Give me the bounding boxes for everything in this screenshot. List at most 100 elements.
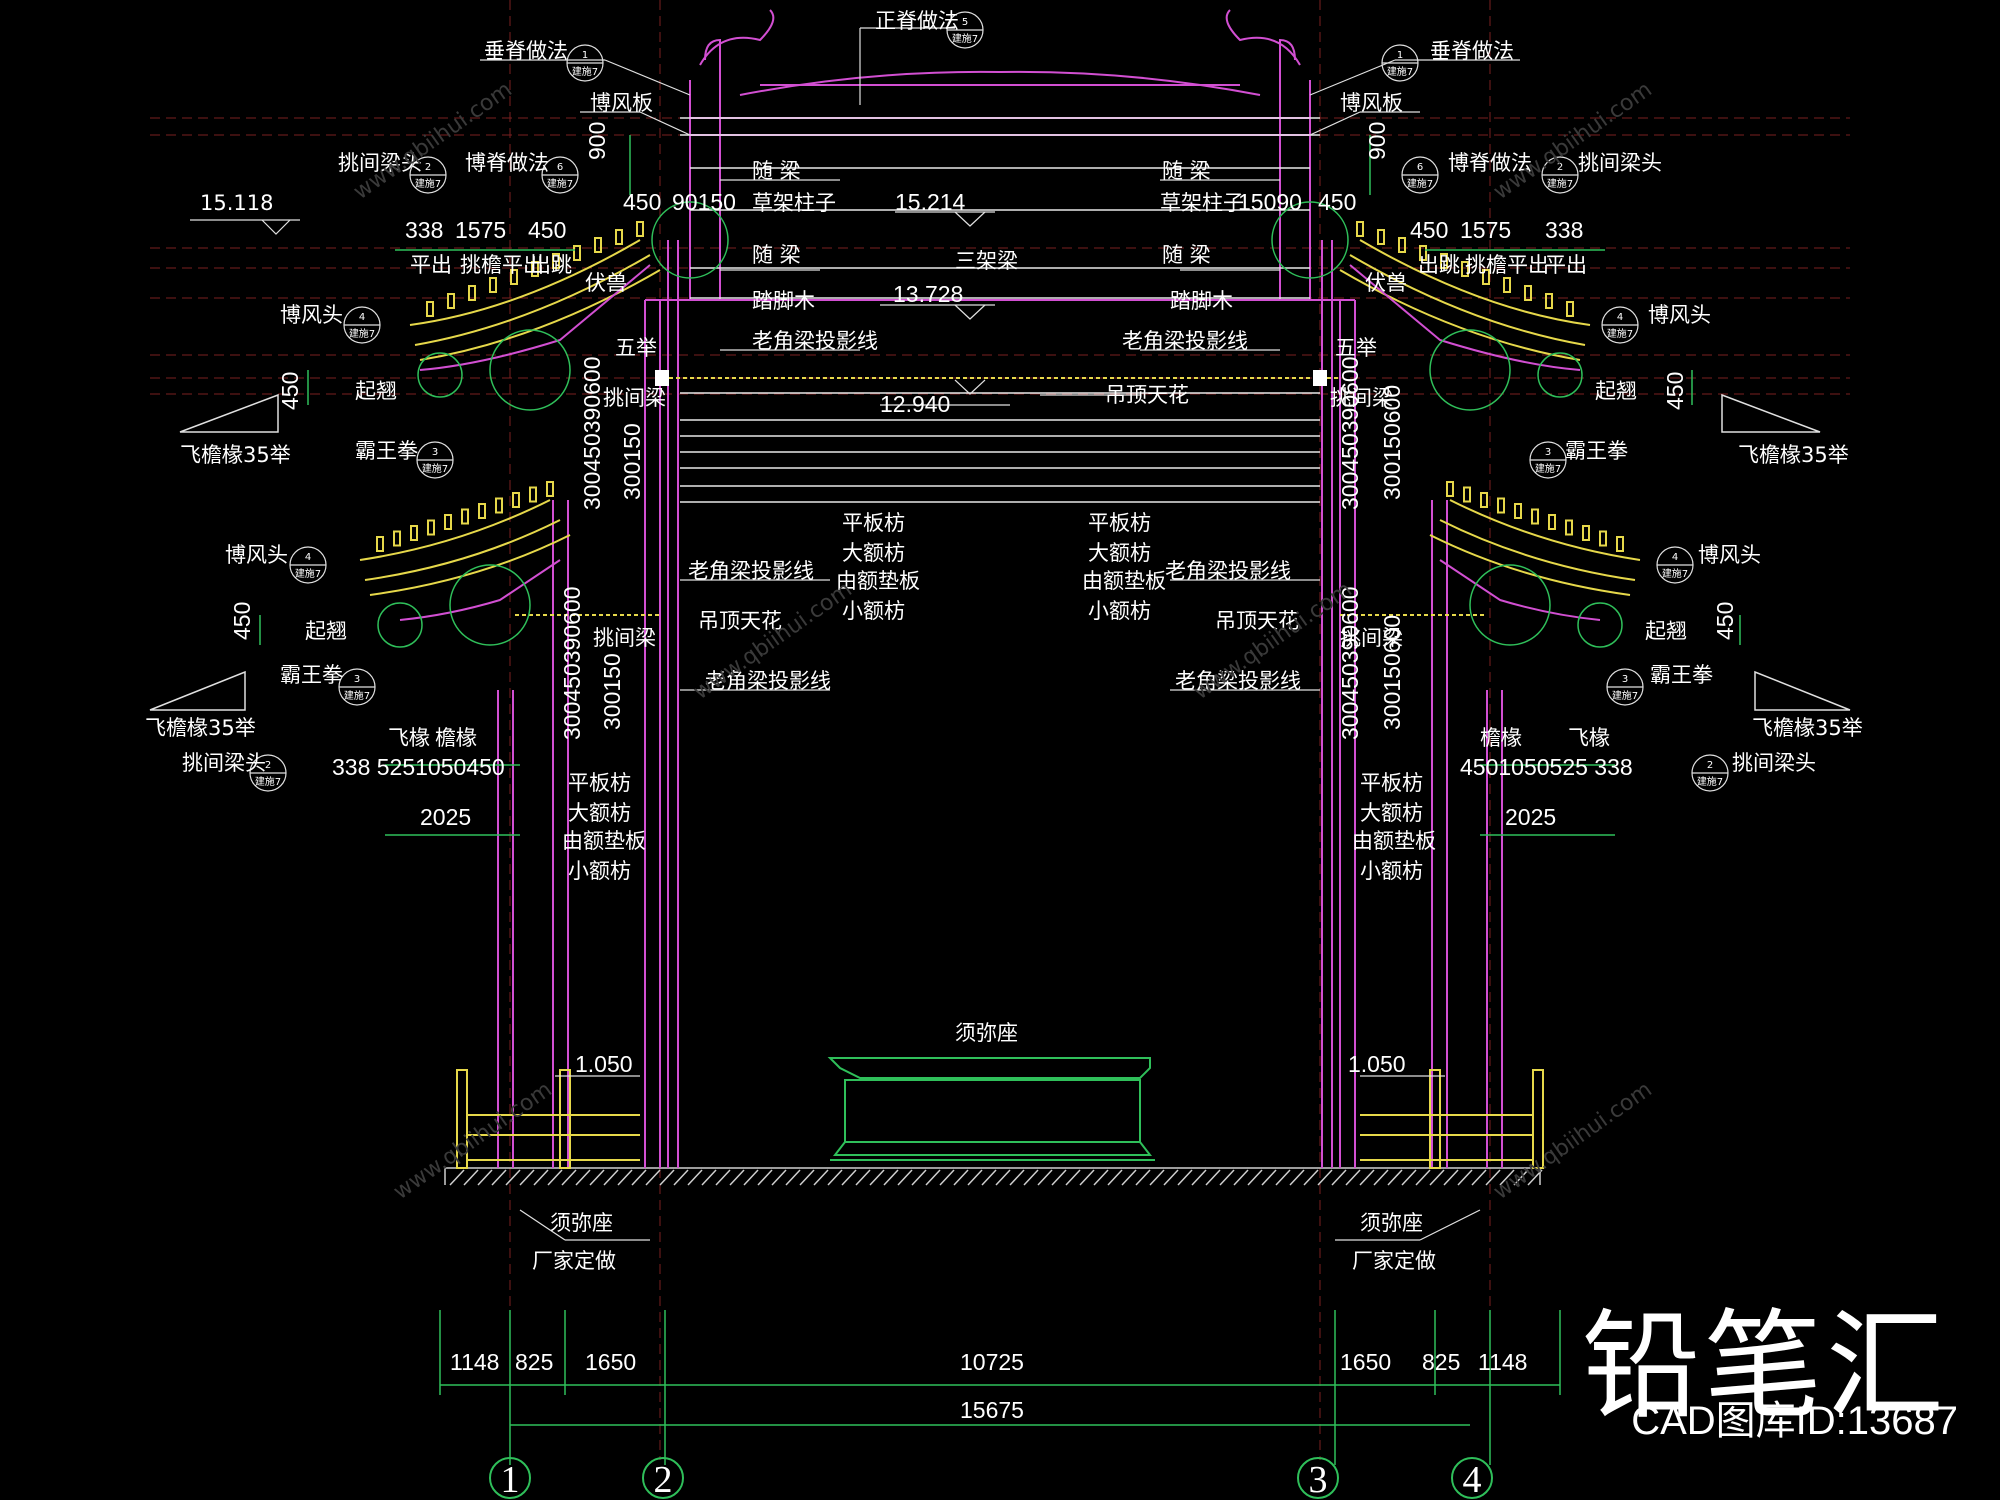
roof-tile (1503, 277, 1511, 293)
brand-id: CAD图库ID:13687 (1631, 1399, 1958, 1443)
roof-tile (1565, 519, 1573, 536)
label-laojiao: 老角梁投影线 (752, 329, 878, 353)
label-qiqiao: 起翘 (305, 619, 347, 643)
label-pingbanfang: 平板枋 (568, 771, 631, 795)
tag-num: 3 (1622, 674, 1628, 685)
label-tiaojianliang: 挑间梁 (1340, 626, 1403, 650)
roof-tile (1582, 525, 1590, 541)
label-chutiao: 出跳 (530, 253, 572, 277)
hatch-line (715, 1169, 731, 1186)
dim-total: 15675 (960, 1397, 1024, 1423)
hatch-line (785, 1169, 801, 1186)
label-tiaojian-head: 挑间梁头 (1732, 751, 1816, 775)
elevation-1050: 1.050 (1348, 1051, 1406, 1077)
label-youedianban: 由额垫板 (1352, 829, 1436, 853)
label-factory: 厂家定做 (532, 1249, 616, 1273)
roof-tile (573, 245, 581, 261)
label-qiqiao: 起翘 (1645, 619, 1687, 643)
roof-tile (1514, 503, 1522, 519)
hatch-line (813, 1169, 829, 1186)
roof-tile (489, 277, 497, 293)
hatch-line (981, 1169, 997, 1186)
tag-sheet: 建施7 (1662, 567, 1688, 580)
roof-tile (426, 301, 434, 317)
hatch-line (1359, 1169, 1375, 1186)
roof-tile (1524, 285, 1532, 301)
hatch-line (883, 1169, 899, 1186)
dim-bottom: 1650 (1340, 1349, 1391, 1375)
dim-450: 450 (528, 217, 566, 243)
roof-tile (410, 525, 418, 541)
label-wuju: 五举 (615, 336, 657, 360)
hatch-line (1191, 1169, 1207, 1186)
label-diaoding: 吊顶天花 (698, 609, 782, 633)
elevation-12940: 12.940 (880, 391, 950, 417)
tag-num: 4 (1672, 552, 1678, 563)
roof-tile (447, 293, 455, 309)
hatch-line (1135, 1169, 1151, 1186)
tag-sheet: 建施7 (952, 32, 978, 45)
label-youedianban: 由额垫板 (562, 829, 646, 853)
roof-tile (1419, 245, 1427, 261)
label-qiqiao: 起翘 (355, 379, 397, 403)
hatch-line (1107, 1169, 1123, 1186)
elevation-15118: 15.118 (200, 191, 273, 215)
hatch-line (1429, 1169, 1445, 1186)
tag-num: 2 (265, 760, 271, 771)
dim-450: 450 (623, 189, 661, 215)
dim-2025: 2025 (420, 804, 471, 830)
hatch-line (575, 1169, 591, 1186)
tag-sheet: 建施7 (1387, 65, 1413, 78)
beams (680, 117, 1320, 503)
dim-15090: 15090 (1238, 189, 1302, 215)
hatch-line (1387, 1169, 1403, 1186)
dim-bottom: 1148 (450, 1349, 499, 1375)
hatch-line (743, 1169, 759, 1186)
label-tiaoyan: 挑檐平出 (1465, 253, 1549, 277)
tag-num: 4 (1617, 312, 1623, 323)
label-bofengtou: 博风头 (1648, 303, 1711, 327)
label-xiaoefang: 小额枋 (1088, 599, 1151, 623)
elevation-1050: 1.050 (575, 1051, 633, 1077)
axis-label-2: 2 (654, 1459, 673, 1500)
hatch-line (505, 1169, 521, 1186)
label-youedianban: 由额垫板 (836, 569, 920, 593)
label-chutiao: 出跳 (1418, 253, 1460, 277)
label-tiaojianliang: 挑间梁 (593, 626, 656, 650)
label-diaoding: 吊顶天花 (1215, 609, 1299, 633)
hatch-line (1065, 1169, 1081, 1186)
axis-label-1: 1 (501, 1459, 520, 1500)
hatch-line (491, 1169, 507, 1186)
label-feichuan35: 飞檐椽35举 (1738, 443, 1849, 467)
label-yanchuan: 檐椽 (1480, 726, 1522, 750)
label-yanchuan: 檐椽 (435, 726, 477, 750)
tag-sheet: 建施7 (572, 65, 598, 78)
dim-v3: 300150600 (1379, 385, 1405, 500)
dim-upper-right: 4501050525 338 (1460, 754, 1633, 780)
label-bofeng-board: 博风板 (590, 91, 653, 115)
hatch-line (1443, 1169, 1459, 1186)
hatch-line (701, 1169, 717, 1186)
label-laojiao: 老角梁投影线 (1122, 329, 1248, 353)
tag-sheet: 建施7 (547, 177, 573, 190)
detail-tag-texts: 1 建施7 5 建施7 1 建施7 6 建施7 6 建施7 2 建施7 2 建施… (255, 17, 1723, 788)
label-pingbanfang: 平板枋 (1088, 511, 1151, 535)
hatch-line (659, 1169, 675, 1186)
tag-num: 3 (1545, 447, 1551, 458)
hatch-line (1485, 1169, 1501, 1186)
label-vertical-ridge: 垂脊做法 (484, 39, 568, 63)
columns (497, 9, 1503, 1168)
roof-tile (636, 221, 644, 237)
dim-900: 900 (1364, 122, 1390, 160)
slope-triangles (149, 393, 1851, 711)
hatch-line (771, 1169, 787, 1186)
label-laojiao: 老角梁投影线 (1165, 559, 1291, 583)
hatch-line (1163, 1169, 1179, 1186)
hatch-line (687, 1169, 703, 1186)
axis-bubbles (489, 1457, 1493, 1499)
tag-num: 2 (1707, 760, 1713, 771)
pedestal (827, 1057, 1155, 1161)
labels-left: 垂脊做法 博风板 博脊做法 挑间梁头 15.118 338 1575 450 平… (145, 39, 666, 1273)
hatch-line (1233, 1169, 1249, 1186)
hatch-line (1023, 1169, 1039, 1186)
